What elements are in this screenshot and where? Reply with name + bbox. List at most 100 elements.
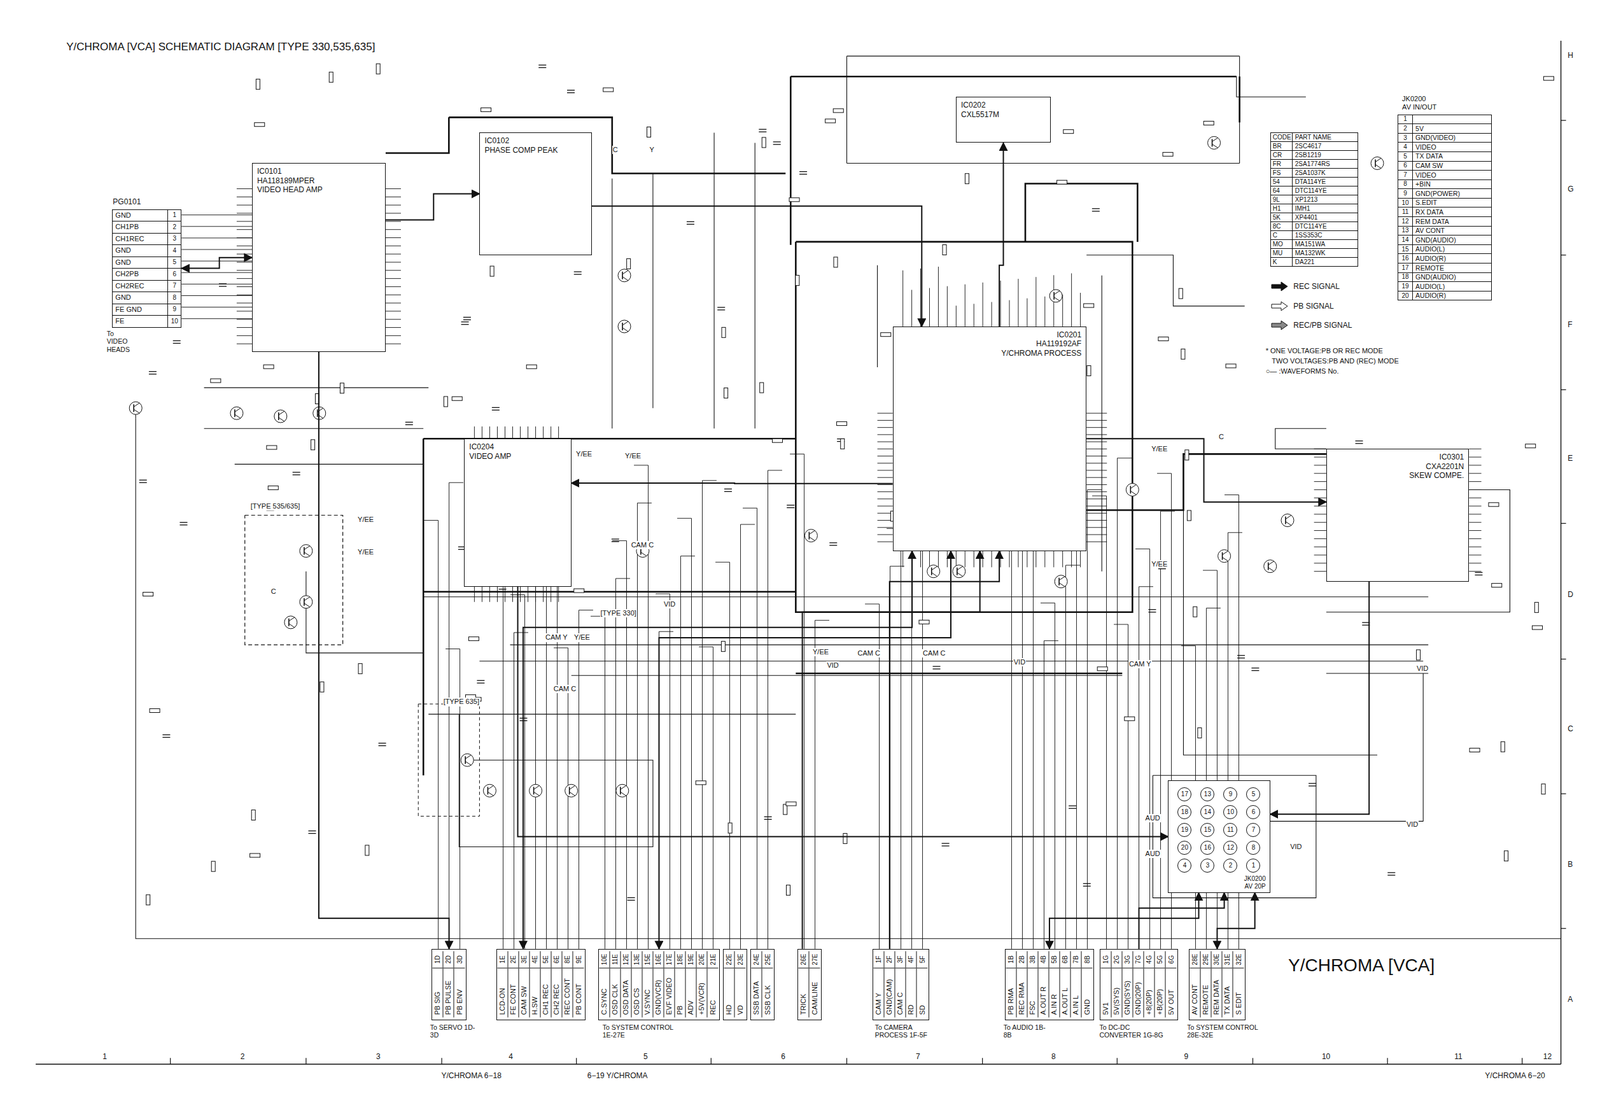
transistor-symbol <box>460 753 474 767</box>
capacitor-symbol <box>162 734 170 737</box>
wire <box>1314 554 1327 556</box>
capacitor-symbol <box>476 680 485 683</box>
wire <box>1314 448 1327 450</box>
pin-number: 16 <box>1402 254 1410 263</box>
capacitor-symbol <box>1068 805 1077 809</box>
wire <box>423 520 438 949</box>
wire <box>35 1063 1561 1065</box>
wire <box>423 590 796 593</box>
pin-name: GND(20P) <box>1134 968 1143 1015</box>
pin-name: GND <box>115 293 168 302</box>
signal-label: Y/EE <box>357 547 375 557</box>
resistor-symbol <box>626 258 631 269</box>
grid-letter: D <box>1566 589 1574 599</box>
transistor-symbol <box>299 595 313 609</box>
resistor-symbol <box>942 245 947 256</box>
signal-connector <box>658 551 951 949</box>
transistor-symbol <box>617 269 631 282</box>
pin-code: 30E <box>1212 953 1221 965</box>
pin-code: 5B <box>1050 955 1058 963</box>
part-code: H1 <box>1272 204 1282 213</box>
resistor-symbol <box>795 275 800 286</box>
pin-circle: 17 <box>1177 787 1192 802</box>
pin-connector: HD22EVD23E <box>722 948 748 1021</box>
grid-number: 6 <box>780 1052 786 1061</box>
grid-letter: G <box>1566 184 1574 194</box>
part-code: 8C <box>1272 222 1282 231</box>
pin-code: 7B <box>1071 955 1080 963</box>
wire <box>1117 458 1132 949</box>
pin-name: PB RMA <box>1006 968 1016 1015</box>
wire <box>236 335 253 337</box>
signal-connector <box>1086 438 1327 502</box>
wire <box>1561 927 1567 929</box>
pin-code: 5G <box>1156 955 1165 964</box>
wire <box>181 225 253 227</box>
wire <box>877 455 893 457</box>
resistor-symbol <box>443 396 448 407</box>
pin-name: REMOTE <box>1201 968 1210 1015</box>
capacitor-symbol <box>538 64 547 68</box>
pin-code: 3D <box>455 955 464 964</box>
transistor-symbol <box>952 565 966 578</box>
pin-code: 2F <box>885 955 894 963</box>
pin-code: 24E <box>752 953 761 965</box>
pin-name: 5V <box>1415 124 1491 134</box>
grid-letter: F <box>1566 320 1573 330</box>
resistor-symbol <box>255 78 260 90</box>
wire <box>637 502 652 949</box>
pin-name: GND(CAM) <box>885 968 894 1015</box>
signal-connector <box>571 482 893 485</box>
wire <box>1086 526 1107 528</box>
pin-circle: 15 <box>1200 822 1215 837</box>
pin-code: 9E <box>574 955 583 963</box>
capacitor-symbol <box>405 421 414 425</box>
wire <box>677 518 692 949</box>
pin-name: VIDEO <box>1415 171 1491 180</box>
wire <box>1314 464 1327 466</box>
wire <box>385 310 401 312</box>
pin-name: A.IN L <box>1071 968 1081 1015</box>
pin-code: 26E <box>800 953 808 965</box>
grid-number: 12 <box>1542 1052 1553 1061</box>
wire <box>236 278 253 279</box>
destination-label: To SERVO 1D-3D <box>429 1023 481 1040</box>
pin-circle: 4 <box>1177 858 1192 873</box>
pin-name: A.OUT L <box>1060 968 1070 1015</box>
wire <box>135 418 1561 939</box>
ic-label: Y/CHROMA PROCESS <box>1001 348 1082 358</box>
wire <box>181 214 253 216</box>
wire <box>236 261 253 263</box>
capacitor-symbol <box>1474 572 1483 575</box>
page-footer: 6−19 Y/CHROMA <box>586 1071 649 1081</box>
wire <box>1468 513 1481 515</box>
ic-chip: IC0301CXA2201NSKEW COMPE. <box>1326 448 1469 582</box>
resistor-symbol <box>833 257 838 268</box>
wire <box>1275 428 1327 449</box>
ic-chip: IC0201HA119192AFY/CHROMA PROCESS <box>892 326 1088 552</box>
wire <box>1071 273 1072 327</box>
resistor-symbol <box>785 801 797 806</box>
pin-name: C.SYNC <box>600 968 609 1015</box>
wire <box>964 551 966 568</box>
pin-connector: TRICK26ECAM/LINE27E <box>797 948 822 1021</box>
wire <box>877 462 893 464</box>
note-label: TWO VOLTAGES:PB AND (REC) MODE <box>1270 357 1399 366</box>
pin-name: GND <box>115 246 168 255</box>
pin-name: FE CONT <box>509 968 518 1015</box>
pin-connector: SSB DATA24ESSB CLK25E <box>750 948 775 1021</box>
pin-number: 13 <box>1204 790 1212 799</box>
wire <box>1468 472 1481 474</box>
part-name: 2SA1037K <box>1295 169 1358 177</box>
wire <box>385 229 401 230</box>
wire <box>481 586 483 603</box>
pin-connector: C.SYNC10EOSD CLK11EOSD DATA12EOSD CS13EV… <box>598 948 720 1021</box>
pin-code: 4B <box>1039 955 1047 963</box>
capacitor-symbol <box>491 407 500 410</box>
signal-label: VID <box>1289 842 1303 851</box>
wire <box>1086 512 1107 514</box>
wire <box>742 507 757 949</box>
pin-number: 16 <box>1204 843 1212 852</box>
wire <box>481 426 483 439</box>
table-header: PART NAME <box>1295 133 1358 142</box>
